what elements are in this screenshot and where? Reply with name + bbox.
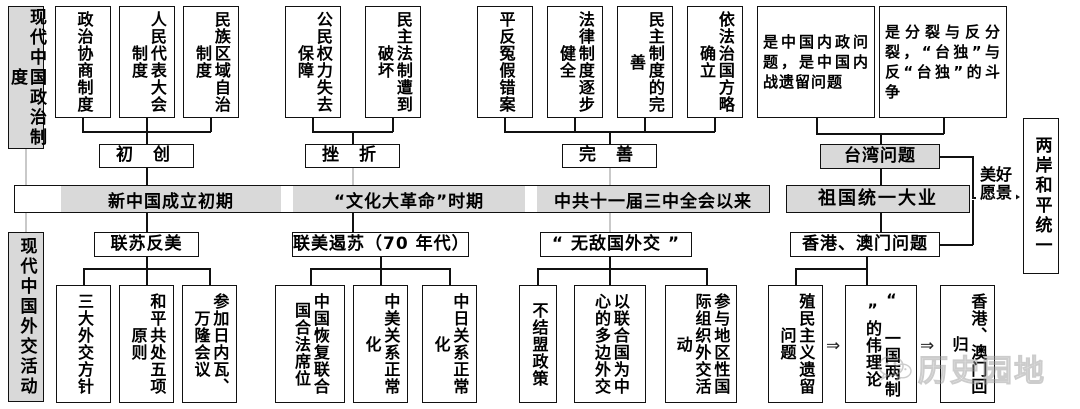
vision-label: 美好愿景: [976, 165, 1016, 204]
connector-d2-stem-a: [537, 268, 539, 285]
connector-d0-stem-c: [209, 268, 211, 285]
reunification-center-box: 祖国统一大业: [786, 185, 970, 213]
timeline-pad-left: [15, 186, 61, 212]
connector-hk-drop: [866, 257, 868, 269]
politics-item-2-1: 法律制度逐步健全: [547, 6, 603, 118]
connector-center-to-hk: [880, 213, 882, 232]
diplomacy-item-0-1: 和平共处五项原则: [119, 285, 174, 403]
connector-d2-bus: [537, 268, 707, 270]
connector-tw-elbow-h: [940, 156, 973, 158]
politics-item-1-0: 公民权力失去保障: [285, 6, 341, 118]
connector-p1-to-band: [352, 168, 354, 185]
vision-arrow-head: [1012, 192, 1020, 202]
politics-item-0-2: 民族区域自治制度: [183, 6, 239, 118]
connector-p1-drop: [352, 131, 354, 144]
politics-item-0-1: 人民代表大会制度: [119, 6, 175, 118]
timeline-segment-1: “文化大革命”时期: [293, 186, 525, 212]
diplomacy-group-label-1: 联美遏苏（70 年代）: [292, 232, 469, 257]
connector-p0-stem-a: [82, 118, 84, 132]
connector-hk-bus: [795, 268, 866, 270]
connector-d0-drop: [146, 257, 148, 269]
timeline-segment-0: 新中国成立初期: [61, 186, 281, 212]
connector-d2-stem-b: [609, 268, 611, 285]
connector-hk-elbow-h: [940, 244, 973, 246]
connector-p1-stem-b: [392, 118, 394, 132]
politics-stage-label-1: 挫 折: [305, 144, 400, 168]
connector-p2-to-band: [609, 168, 611, 185]
timeline-gap-1: [525, 186, 537, 212]
politics-item-1-1: 民主法制遭到破坏: [365, 6, 421, 118]
connector-tw-elbow-v: [972, 156, 974, 197]
connector-d0-stem-a: [83, 268, 85, 285]
connector-tw-drop: [880, 133, 882, 144]
connector-d1-stem-b: [380, 268, 382, 285]
connector-hk-stem-a: [795, 268, 797, 285]
timeline-gap-0: [281, 186, 293, 212]
diplomacy-group-label-2: “ 无敌国外交 ”: [540, 232, 692, 257]
connector-p0-stem-c: [210, 118, 212, 132]
connector-d2-stem-c: [706, 268, 708, 285]
hkmacau-chain-1: “ 一国两制 ”的伟理论: [845, 285, 917, 403]
connector-d2-drop: [609, 257, 611, 269]
connector-p0-drop: [146, 131, 148, 144]
chain-arrow-2-icon: ⇒: [920, 336, 935, 356]
connector-p2-stem-a: [504, 118, 506, 132]
diplomacy-group-label-0: 联苏反美: [94, 232, 199, 257]
connector-hk-stem-b: [866, 268, 868, 285]
politics-stage-label-0: 初 创: [99, 144, 194, 168]
connector-p2-stem-d: [714, 118, 716, 132]
timeline-segment-2: 中共十一届三中全会以来: [537, 186, 769, 212]
connector-p2-stem-c: [644, 118, 646, 132]
politics-item-2-3: 依法治国方略确立: [687, 6, 743, 118]
diplomacy-item-2-1: 以联合国为中心的多边外交: [574, 285, 646, 403]
hkmacau-chain-2: 香港、澳门回归: [940, 285, 995, 403]
timeline-band: 新中国成立初期 “文化大革命”时期 中共十一届三中全会以来: [14, 185, 770, 213]
diplomacy-item-1-1: 中美关系正常化: [353, 285, 408, 403]
connector-p1-stem-a: [312, 118, 314, 132]
connector-d1-drop: [380, 257, 382, 269]
hkmacau-question-box: 香港、澳门问题: [790, 232, 940, 257]
connector-tw-stem-b: [943, 118, 945, 134]
taiwan-point-0: 是中国内政问题，是中国内战遗留问题: [757, 6, 875, 118]
diplomacy-item-1-2: 中日关系正常化: [422, 285, 477, 403]
diplomacy-item-0-2: 参加日内瓦、万隆会议: [182, 285, 237, 403]
diplomacy-item-1-0: 中国恢复联合国合法席位: [275, 285, 345, 403]
connector-p0-to-band: [146, 168, 148, 185]
connector-d1-stem-c: [449, 268, 451, 285]
politics-item-2-2: 民主制度的完善: [617, 6, 673, 118]
taiwan-point-1: 是分裂与反分裂，“台独”与反“台独”的斗争: [879, 6, 1007, 118]
connector-p0-stem-b: [146, 118, 148, 132]
connector-p2-drop: [609, 131, 611, 144]
connector-band-to-d0: [146, 213, 148, 232]
politics-stage-label-2: 完 善: [562, 144, 657, 168]
connector-tw-to-center: [880, 169, 882, 185]
hkmacau-chain-0: 殖民主义遗留问题: [768, 285, 823, 403]
connector-band-to-d1: [352, 213, 354, 232]
diplomacy-item-2-2: 参与地区性国际组织外交活动: [665, 285, 737, 403]
outcome-box: 两岸和平统一: [1023, 118, 1059, 274]
side-label-diplomacy: 现代中国外交活动: [8, 232, 44, 402]
connector-tw-stem-a: [816, 118, 818, 134]
diplomacy-item-0-0: 三大外交方针: [56, 285, 111, 403]
connector-d0-stem-b: [146, 268, 148, 285]
politics-item-0-0: 政治协商制度: [55, 6, 111, 118]
side-label-politics: 现代中国政治制度: [7, 6, 47, 149]
connector-band-to-d2: [609, 213, 611, 232]
taiwan-question-box: 台湾问题: [820, 144, 940, 169]
diplomacy-item-2-0: 不结盟政策: [519, 285, 557, 403]
connector-hk-elbow-v: [972, 200, 974, 245]
politics-item-2-0: 平反冤假错案: [477, 6, 533, 118]
connector-p2-stem-b: [574, 118, 576, 132]
connector-d1-stem-a: [310, 268, 312, 285]
chain-arrow-1-icon: ⇒: [826, 336, 841, 356]
